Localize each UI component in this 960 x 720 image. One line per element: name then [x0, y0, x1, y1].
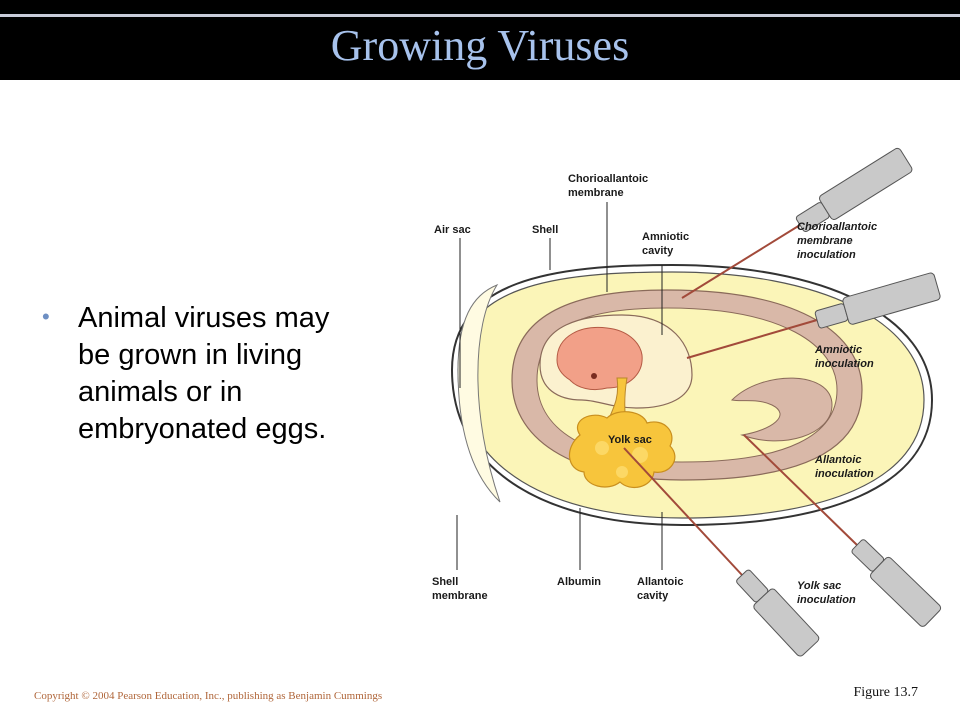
label-allantoic-inoc-2: inoculation	[815, 468, 874, 480]
label-allantoic-line-2: cavity	[637, 590, 669, 602]
allantois-fold	[730, 377, 833, 442]
bullet-dot-icon: •	[42, 304, 50, 329]
label-albumin: Albumin	[557, 576, 601, 588]
figure-reference: Figure 13.7	[853, 685, 918, 700]
label-yolk-sac: Yolk sac	[608, 434, 652, 446]
label-air-sac: Air sac	[434, 224, 471, 236]
label-allantoic-line-1: Allantoic	[637, 576, 683, 588]
label-allantoic-inoc-1: Allantoic	[814, 454, 861, 466]
label-yolk-inoc-1: Yolk sac	[797, 580, 841, 592]
label-shell-membrane-line-2: membrane	[432, 590, 488, 602]
slide-title: Growing Viruses	[330, 21, 630, 70]
label-chorio-inoc-3: inoculation	[797, 249, 856, 261]
label-shell-membrane-line-1: Shell	[432, 576, 458, 588]
syringe-allantoic	[851, 539, 942, 627]
label-amniotic-line-2: cavity	[642, 245, 674, 257]
title-bar: Growing Viruses	[0, 0, 960, 80]
label-amniotic-line-1: Amniotic	[642, 231, 689, 243]
syringe-chorioallantoic	[795, 147, 913, 232]
label-amniotic-inoc-2: inoculation	[815, 358, 874, 370]
bullet-text: Animal viruses may be grown in living an…	[78, 302, 330, 445]
syringe-yolk-sac	[736, 569, 820, 657]
air-sac	[457, 283, 501, 503]
diagram-labels: Air sac Shell Chorioallantoic membrane A…	[432, 173, 877, 606]
label-chorioallantoic-line-2: membrane	[568, 187, 624, 199]
embryonated-egg-diagram: Air sac Shell Chorioallantoic membrane A…	[432, 147, 942, 657]
needles	[623, 224, 858, 576]
yolk-sac	[569, 411, 676, 489]
label-chorio-inoc-2: membrane	[797, 235, 853, 247]
label-shell: Shell	[532, 224, 558, 236]
label-chorio-inoc-1: Chorioallantoic	[797, 221, 877, 233]
label-yolk-inoc-2: inoculation	[797, 594, 856, 606]
leader-lines	[456, 202, 663, 570]
embryo	[556, 326, 643, 391]
title-rule	[0, 14, 960, 17]
copyright-notice: Copyright © 2004 Pearson Education, Inc.…	[34, 690, 383, 702]
label-chorioallantoic-line-1: Chorioallantoic	[568, 173, 648, 185]
label-amniotic-inoc-1: Amniotic	[814, 344, 862, 356]
syringe-amniotic	[814, 272, 941, 329]
